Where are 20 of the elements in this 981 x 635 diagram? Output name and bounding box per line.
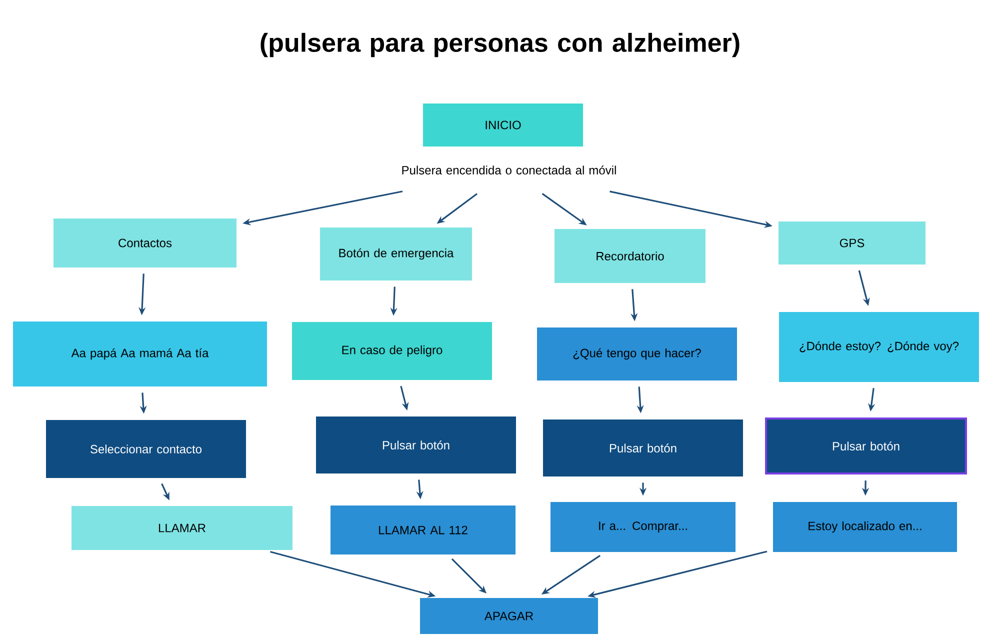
process-box: Aa papá Aa mamá Aa tía bbox=[13, 322, 267, 386]
process-box: Pulsar botón bbox=[543, 420, 743, 476]
process-box: Estoy localizado en... bbox=[773, 502, 958, 552]
process-box: En caso de peligro bbox=[292, 322, 492, 380]
process-box: APAGAR bbox=[420, 598, 598, 634]
process-box: Pulsar botón bbox=[316, 416, 516, 474]
process-box: ¿Dónde estoy? ¿Dónde voy? bbox=[779, 312, 980, 382]
step-text: Pulsera encendida o conectada al móvil bbox=[402, 166, 616, 174]
process-box: LLAMAR bbox=[72, 506, 292, 550]
process-box: LLAMAR AL 112 bbox=[330, 506, 516, 554]
process-box: Recordatorio bbox=[554, 229, 706, 283]
process-box: Botón de emergencia bbox=[320, 228, 472, 280]
process-box: INICIO bbox=[423, 104, 583, 146]
process-box: ¿Qué tengo que hacer? bbox=[537, 328, 738, 380]
process-box: GPS bbox=[778, 222, 926, 264]
process-box: Ir a... Comprar... bbox=[550, 502, 736, 552]
process-box: Seleccionar contacto bbox=[46, 420, 246, 478]
process-box: Pulsar botón bbox=[765, 418, 967, 474]
title: (pulsera para personas con alzheimer) bbox=[260, 32, 740, 58]
process-box: Contactos bbox=[54, 218, 236, 268]
